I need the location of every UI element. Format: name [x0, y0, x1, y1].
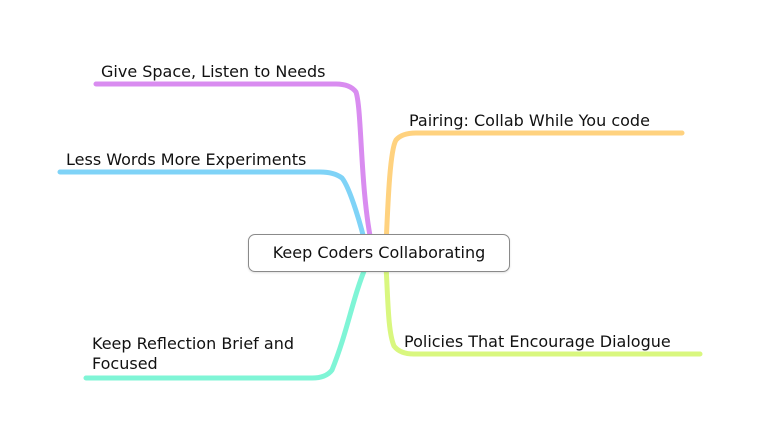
branch-label-less-words[interactable]: Less Words More Experiments	[66, 150, 307, 169]
branch-line-policies	[383, 263, 703, 357]
branch-label-keep-reflection[interactable]: Keep Reflection Brief and Focused	[92, 334, 294, 373]
branch-label-pairing[interactable]: Pairing: Collab While You code	[409, 111, 650, 130]
branch-line-give-space	[93, 81, 375, 249]
branch-line-keep-reflection	[83, 263, 369, 381]
branch-line-pairing	[383, 130, 685, 249]
central-topic[interactable]: Keep Coders Collaborating	[248, 234, 510, 272]
branch-line-less-words	[57, 169, 369, 251]
branch-label-give-space[interactable]: Give Space, Listen to Needs	[101, 62, 326, 81]
branch-label-policies[interactable]: Policies That Encourage Dialogue	[404, 332, 671, 351]
